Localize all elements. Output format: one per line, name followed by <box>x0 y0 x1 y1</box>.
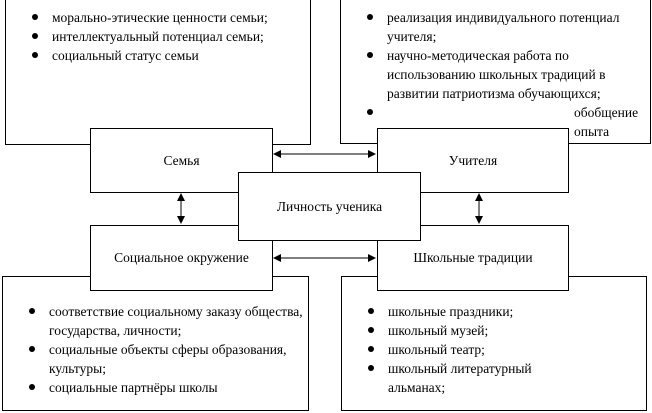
list-item: реализация индивидуального потенциал учи… <box>341 8 636 46</box>
list-item: школьные праздники; <box>342 302 632 321</box>
list-item: социальный статус семьи <box>6 46 286 65</box>
node-student: Личность ученика <box>238 172 421 241</box>
list-item: научно-методическая работа по использова… <box>341 46 636 103</box>
list-item: соответствие социальному заказу общества… <box>3 302 303 340</box>
list-item: школьный театр; <box>342 340 632 359</box>
family-factors-box: морально-этические ценности семьи; интел… <box>5 0 311 145</box>
list-item: интеллектуальный потенциал семьи; <box>6 27 286 46</box>
social-factors-box: соответствие социальному заказу общества… <box>2 276 309 411</box>
tradition-factors-box: школьные праздники; школьный музей; школ… <box>341 276 647 411</box>
list-item: школьный литературный альманах; <box>342 359 538 397</box>
list-item: обобщение опыта <box>341 103 638 141</box>
list-item: социальные объекты сферы образования, ку… <box>3 340 303 378</box>
list-item: школьный музей; <box>342 321 632 340</box>
list-item: морально-этические ценности семьи; <box>6 8 286 27</box>
list-item: социальные партнёры школы <box>3 378 303 397</box>
